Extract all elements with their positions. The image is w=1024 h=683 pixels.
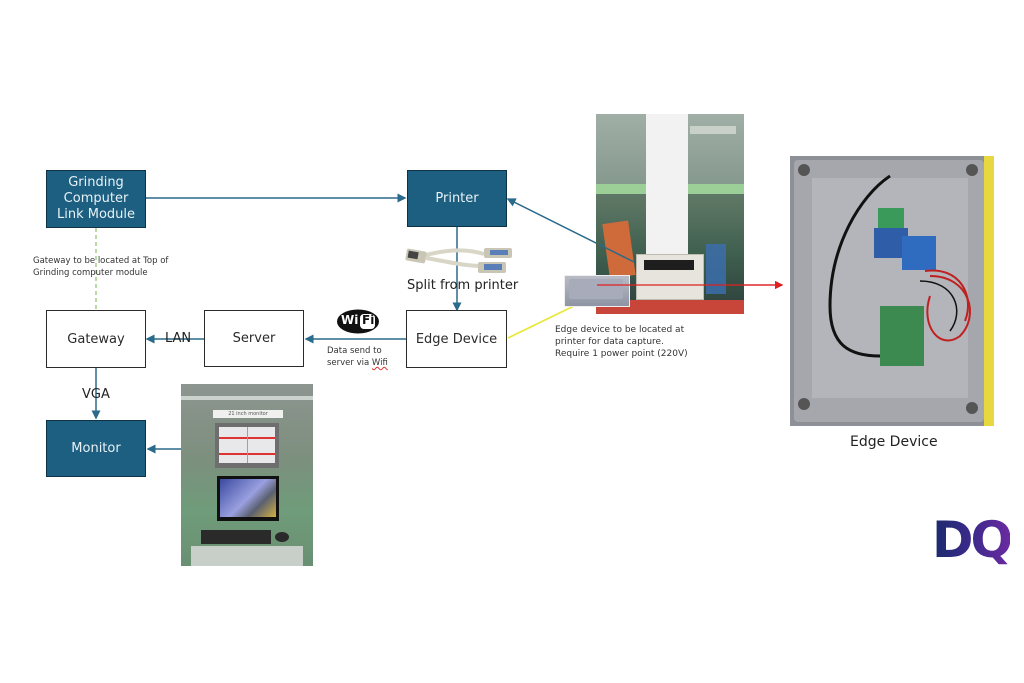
node-gateway: Gateway [46, 310, 146, 368]
node-edge-device: Edge Device [406, 310, 507, 368]
note-wifi: Data send to server via Wifi [327, 346, 388, 368]
edge-device-small-photo [564, 275, 630, 307]
node-label: Computer [63, 191, 129, 206]
node-label: Edge Device [415, 331, 498, 347]
highlight-line-edge [507, 303, 579, 339]
label-vga: VGA [82, 387, 110, 402]
node-label: Server [232, 331, 276, 346]
note-edge-location: Edge device to be located at printer for… [555, 325, 688, 359]
edge-device-photo [790, 156, 994, 426]
note-gateway-location: Gateway to be located at Top of Grinding… [33, 256, 169, 278]
label-lan: LAN [165, 331, 192, 346]
node-label: Printer [435, 191, 479, 206]
node-printer: Printer [407, 170, 507, 227]
node-grinding-computer-link-module: Grinding Computer Link Module [46, 170, 146, 228]
printer-photo [596, 114, 744, 314]
node-label: Link Module [56, 207, 136, 222]
dq-brand-logo: DQ [932, 511, 1013, 569]
node-monitor: Monitor [46, 420, 146, 477]
node-label: Grinding [68, 175, 124, 190]
wifi-logo-icon: Wi Fi [336, 309, 380, 334]
split-cable-image [404, 244, 519, 276]
monitor-photo-tag: 21 inch monitor [213, 410, 283, 418]
node-label: Gateway [67, 331, 125, 347]
edge-device-photo-caption: Edge Device [850, 434, 938, 450]
monitor-photo: 21 inch monitor [181, 384, 313, 566]
label-split-from-printer: Split from printer [407, 278, 519, 293]
node-label: Monitor [71, 441, 121, 456]
node-server: Server [204, 310, 304, 367]
